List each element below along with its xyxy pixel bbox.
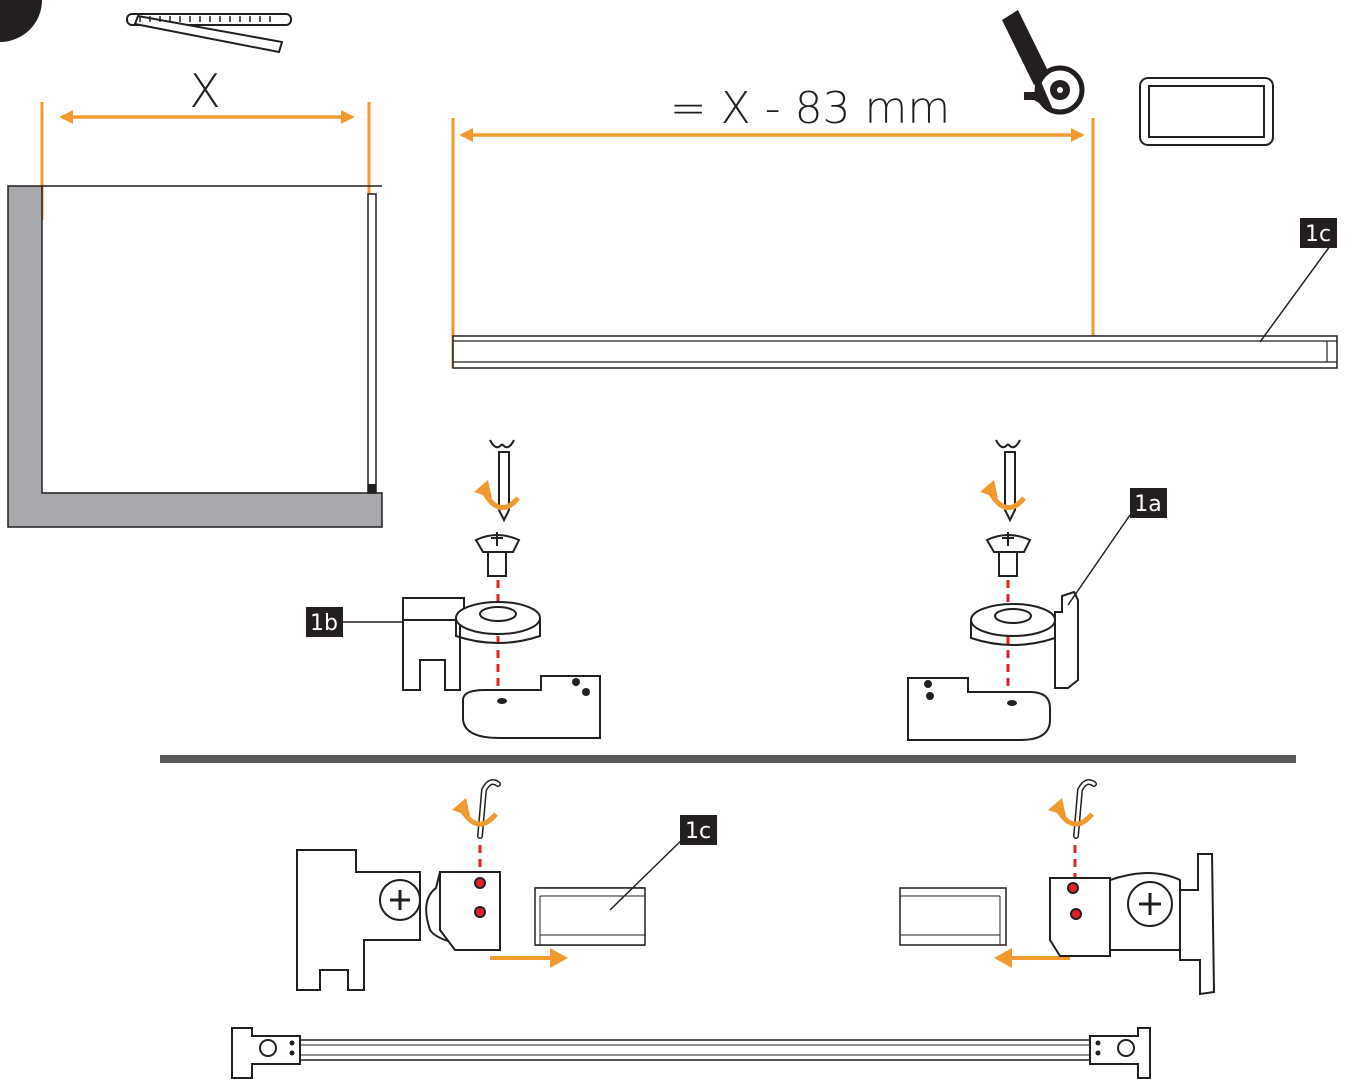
screw-right <box>985 532 1032 577</box>
cut-length-dimension-arrow <box>451 118 1095 368</box>
bracket-1b-assembled <box>296 849 501 991</box>
wall-width-label: X <box>189 64 221 118</box>
screwdriver-icon-left <box>489 439 515 523</box>
profile-cross-section-icon <box>1139 77 1274 146</box>
push-arrow-left <box>994 948 1070 968</box>
hex-key-icon <box>477 779 501 839</box>
wall-width-dimension-arrow <box>40 102 371 220</box>
svg-text:1b: 1b <box>310 611 338 636</box>
bracket-1b <box>402 597 541 691</box>
profile-segment-right <box>899 887 1007 946</box>
svg-text:1a: 1a <box>1134 492 1161 517</box>
folding-ruler-icon <box>126 13 292 54</box>
svg-text:1c: 1c <box>1305 222 1331 247</box>
cut-length-label: = X - 83 mm <box>670 83 951 134</box>
angle-grinder-icon <box>1002 10 1085 115</box>
part-tag-1b: 1b <box>306 607 343 637</box>
push-arrow-right <box>490 948 568 968</box>
svg-text:1c: 1c <box>685 819 711 844</box>
rotate-arrowhead-right <box>980 480 998 498</box>
rotate-arrowhead-lower-left <box>452 798 470 816</box>
assembled-bar <box>231 1027 1151 1079</box>
profile-segment-left <box>534 887 646 946</box>
part-tag-1c-top: 1c <box>1300 218 1337 248</box>
profile-bar-1c <box>452 335 1338 369</box>
callout-line-1c-top <box>1259 245 1331 343</box>
section-divider <box>160 755 1296 763</box>
part-tag-1a: 1a <box>1130 488 1167 518</box>
part-tag-1c-lower: 1c <box>680 815 717 845</box>
hex-key-icon-right <box>1073 779 1097 839</box>
rotate-arrowhead-lower-right <box>1048 798 1066 816</box>
screw-left <box>474 532 521 577</box>
wall-floor-plan <box>7 185 383 528</box>
callout-line-1c-lower <box>609 831 691 911</box>
screwdriver-icon-right <box>995 439 1021 523</box>
mount-block-left <box>462 675 601 739</box>
step-number-marker <box>0 0 42 42</box>
bracket-1a-assembled <box>1049 853 1216 996</box>
callout-line-1a <box>1067 514 1131 606</box>
mount-block-right <box>907 677 1051 741</box>
bracket-1a <box>970 590 1079 689</box>
rotate-arrowhead <box>474 480 492 498</box>
